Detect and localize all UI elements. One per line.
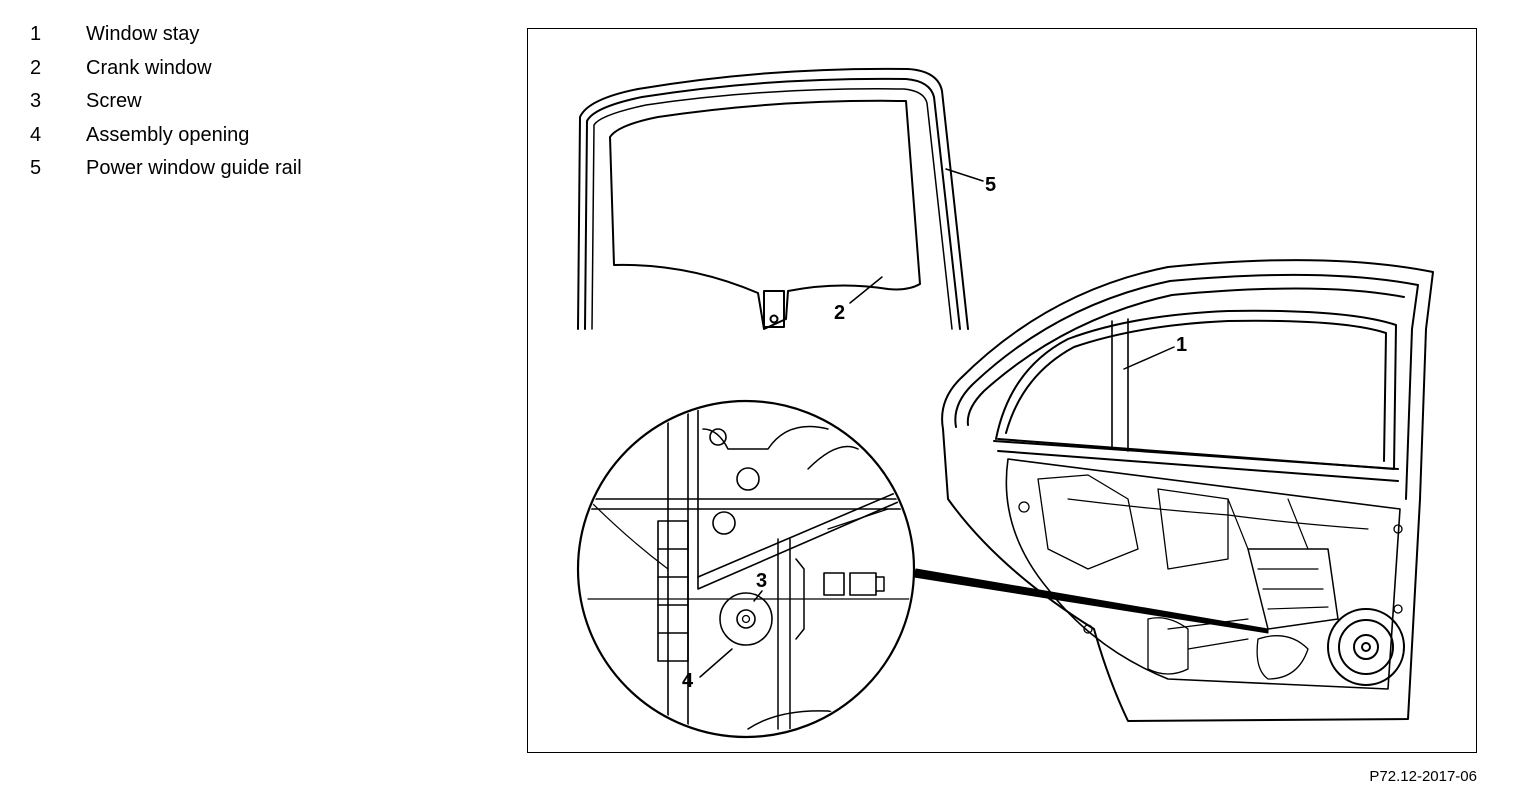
technical-drawing: 1 2 3 4 5 — [576, 67, 1434, 739]
rear-door — [941, 259, 1434, 722]
callout-3: 3 — [756, 570, 767, 592]
callout-4: 4 — [682, 670, 694, 692]
legend-item-label: Assembly opening — [86, 123, 250, 146]
legend-item: 1 Window stay — [30, 18, 450, 52]
legend-item-label: Screw — [86, 90, 142, 113]
guide-rail-leader — [945, 168, 984, 182]
callout-1: 1 — [1176, 334, 1187, 356]
callout-5: 5 — [985, 174, 996, 196]
legend-item-number: 1 — [30, 23, 42, 46]
legend-item-number: 5 — [30, 157, 42, 180]
figure-frame: 1 2 3 4 5 — [527, 28, 1477, 753]
detail-magnifier — [576, 399, 916, 739]
legend-item-label: Power window guide rail — [86, 157, 302, 180]
legend-item: 4 Assembly opening — [30, 119, 450, 153]
figure-code: P72.12-2017-06 — [1369, 768, 1477, 785]
legend-item-number: 4 — [30, 123, 42, 146]
legend-item-number: 3 — [30, 90, 42, 113]
legend-list: 1 Window stay 2 Crank window 3 Screw 4 A… — [30, 18, 450, 186]
crank-window-glass — [577, 67, 969, 330]
callout-2: 2 — [834, 302, 845, 324]
legend-item: 5 Power window guide rail — [30, 152, 450, 186]
magnifier-connector — [913, 568, 1269, 634]
legend-item: 3 Screw — [30, 85, 450, 119]
legend-item: 2 Crank window — [30, 52, 450, 86]
legend-item-label: Crank window — [86, 56, 212, 79]
legend-item-label: Window stay — [86, 23, 200, 46]
legend-item-number: 2 — [30, 56, 42, 79]
